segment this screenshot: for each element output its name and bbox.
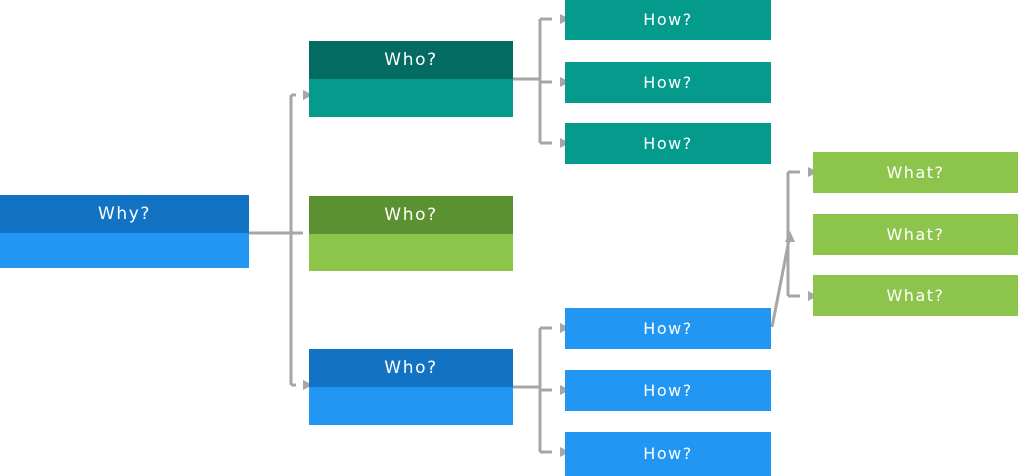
node-header-band: Why?	[0, 195, 249, 233]
node-label: What?	[886, 162, 945, 182]
node-who-teal[interactable]: Who?	[309, 41, 513, 117]
node-how-blue-1[interactable]: How?	[565, 308, 771, 349]
node-header-band: Who?	[309, 349, 513, 387]
node-who-green[interactable]: Who?	[309, 196, 513, 271]
node-label: How?	[643, 444, 693, 463]
node-what-3[interactable]: What?	[813, 275, 1018, 316]
node-how-blue-2[interactable]: How?	[565, 370, 771, 411]
node-why-root[interactable]: Why?	[0, 195, 249, 268]
node-what-2[interactable]: What?	[813, 214, 1018, 255]
arrowhead-icon	[785, 231, 795, 242]
node-body-band	[309, 387, 513, 425]
node-body-band	[0, 233, 249, 268]
node-label: How?	[643, 318, 693, 338]
node-label: Who?	[384, 49, 438, 70]
node-label: Who?	[384, 357, 438, 378]
node-what-1[interactable]: What?	[813, 152, 1018, 193]
node-header-band: Who?	[309, 41, 513, 79]
node-how-teal-1[interactable]: How?	[565, 0, 771, 40]
node-body-band	[309, 234, 513, 271]
node-label: What?	[886, 224, 945, 244]
node-label: How?	[643, 10, 693, 29]
node-label: Who?	[384, 204, 438, 225]
node-label: How?	[643, 72, 693, 92]
node-label: What?	[886, 285, 945, 305]
node-how-teal-3[interactable]: How?	[565, 123, 771, 164]
node-label: How?	[643, 133, 693, 153]
node-header-band: Who?	[309, 196, 513, 234]
connector-line	[770, 239, 791, 328]
node-how-teal-2[interactable]: How?	[565, 62, 771, 103]
node-label: Why?	[97, 203, 152, 224]
node-who-blue[interactable]: Who?	[309, 349, 513, 425]
node-how-blue-3[interactable]: How?	[565, 432, 771, 476]
node-label: How?	[643, 380, 693, 400]
node-body-band	[309, 79, 513, 117]
